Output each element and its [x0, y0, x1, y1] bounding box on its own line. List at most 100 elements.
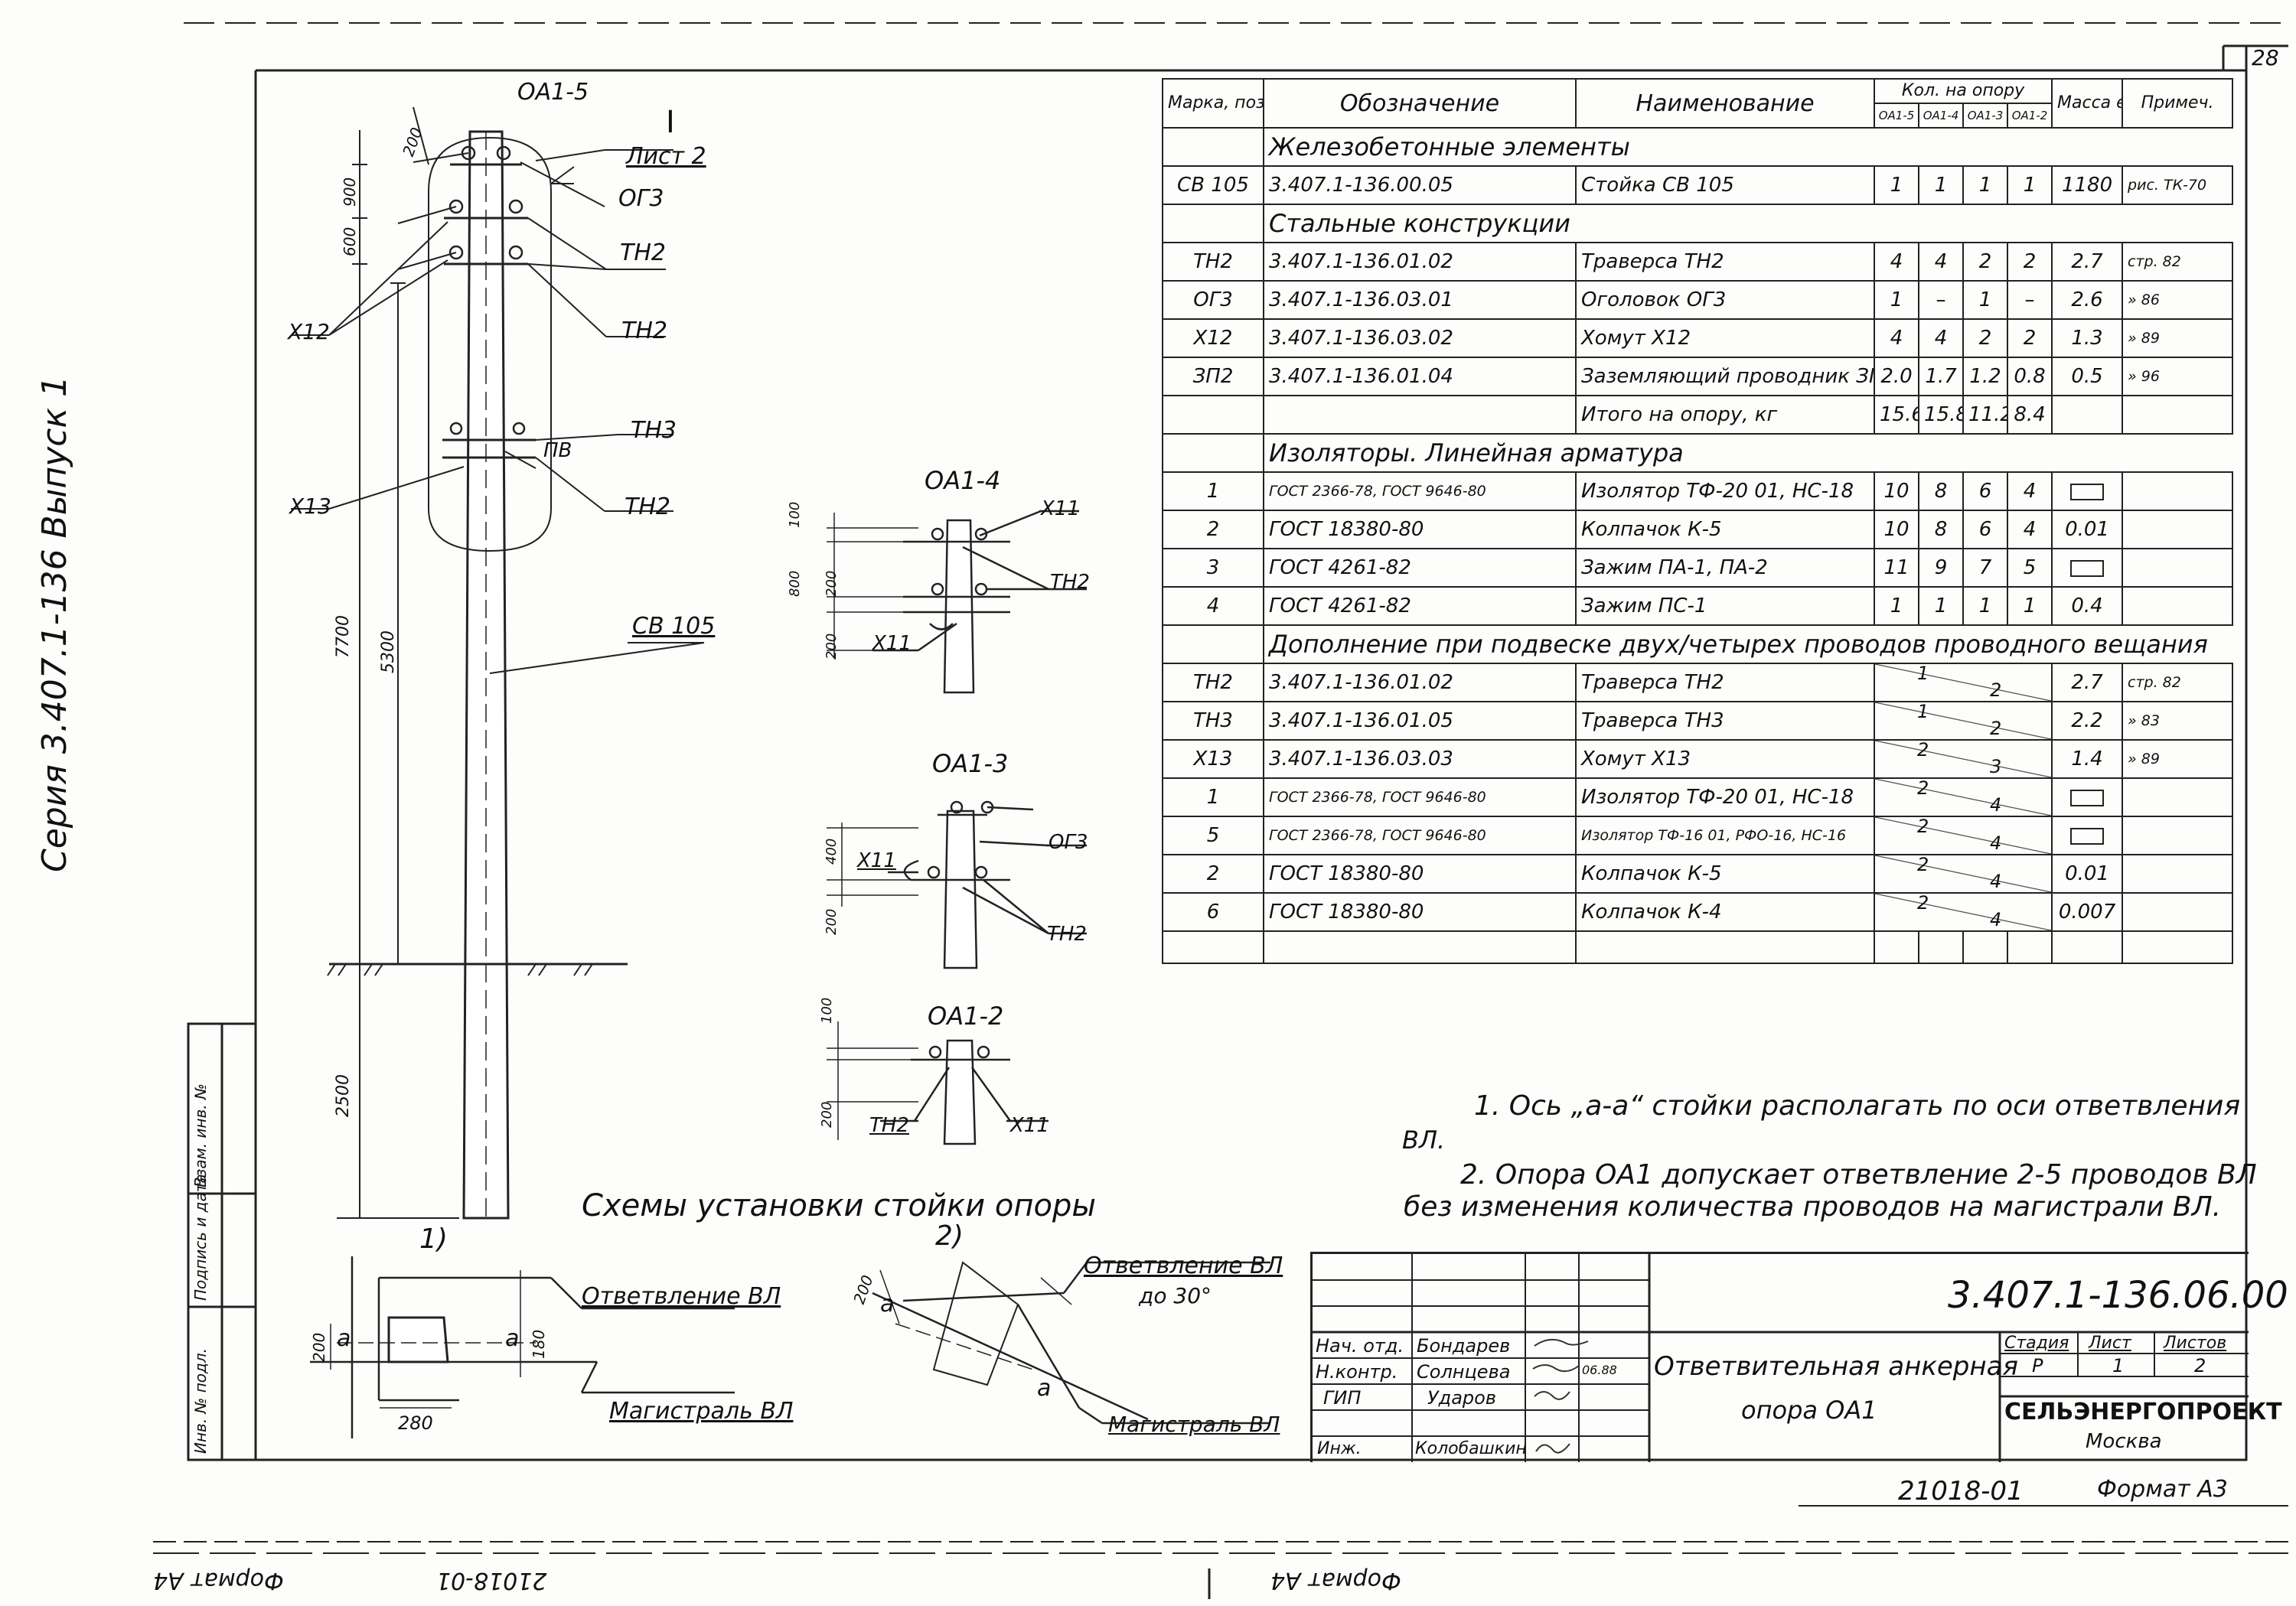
cell-mark: Х12	[1162, 318, 1264, 358]
date-mark: 06.88	[1582, 1363, 1617, 1377]
cell-qty: 10	[1874, 471, 1919, 511]
axis-label: а	[337, 1325, 351, 1352]
cell-qty: 15.6	[1874, 395, 1919, 435]
mirrored-format-label: Формат А4	[1270, 1567, 1401, 1594]
cell-note: » 89	[2122, 739, 2234, 779]
cell-qty: 1	[1874, 165, 1919, 205]
cell-qty: 4	[1874, 318, 1919, 358]
pole-title: ОА1-5	[517, 79, 589, 106]
note-line: ВЛ.	[1402, 1126, 1446, 1155]
fraction-numerator: 2	[1917, 740, 1929, 761]
cell-designation	[1263, 395, 1577, 435]
cell-name: Изолятор ТФ-16 01, РФО-16, НС-16	[1575, 816, 1875, 855]
label-og3: ОГ3	[618, 185, 664, 212]
format-label: Формат А3	[2097, 1476, 2228, 1503]
cell-mark	[1162, 395, 1264, 435]
cell-note	[2122, 816, 2234, 855]
cell-mass	[2051, 816, 2124, 855]
col-header-mark: Марка, поз.	[1162, 78, 1264, 129]
cell-qty: 4	[1918, 242, 1964, 282]
cell-qty: 1.2	[1962, 357, 2008, 396]
dim-label: 5300	[379, 630, 398, 673]
cell-designation: 3.407.1-136.01.02	[1263, 663, 1577, 702]
cell-qty: –	[2006, 280, 2053, 320]
archive-number: 21018-01	[1898, 1476, 2024, 1507]
cell-mass: 2.7	[2051, 242, 2124, 282]
cell-mass: 1.4	[2051, 739, 2124, 779]
variant-label: ОГ3	[1049, 831, 1088, 854]
cell-qty: 2	[2006, 318, 2053, 358]
cell-note: рис. ТК-70	[2122, 165, 2234, 205]
empty-mass-box	[2070, 827, 2105, 845]
cell-mass: 0.5	[2051, 357, 2124, 396]
cell-designation: 3.407.1-136.03.01	[1263, 280, 1577, 320]
cell-mark: СВ 105	[1162, 165, 1264, 205]
col-header-note: Примеч.	[2122, 78, 2234, 129]
cell-mass	[2051, 395, 2124, 435]
dim-label: 200	[823, 633, 840, 660]
cell-qty: 1	[1962, 165, 2008, 205]
cell-mass: 2.7	[2051, 663, 2124, 702]
role-label: ГИП	[1323, 1387, 1362, 1409]
cell-mass	[2051, 471, 2124, 511]
cell-mass: 0.01	[2051, 854, 2124, 894]
cell-mark: ОГ3	[1162, 280, 1264, 320]
role-label: Инж.	[1317, 1439, 1362, 1458]
dim-label: 2500	[334, 1074, 353, 1117]
cell-mark: Х13	[1162, 739, 1264, 779]
cell-qty: 4	[1918, 318, 1964, 358]
cell-qty: 2	[1962, 318, 2008, 358]
person-name: Колобашкин	[1415, 1439, 1527, 1458]
cell-mass: 1180	[2051, 165, 2124, 205]
cell-qty: 15.8	[1918, 395, 1964, 435]
fraction-numerator: 2	[1917, 893, 1929, 914]
empty-cell	[2006, 930, 2053, 964]
cell-qty: 1	[1918, 165, 1964, 205]
fraction-numerator: 1	[1917, 663, 1929, 684]
label-pv: ПВ	[543, 439, 572, 462]
cell-note	[2122, 395, 2234, 435]
empty-cell	[2122, 930, 2234, 964]
cell-name: Оголовок ОГ3	[1575, 280, 1875, 320]
cell-note	[2122, 586, 2234, 626]
section-row: Дополнение при подвеске двух/четырех про…	[1162, 624, 2233, 664]
cell-name: Итого на опору, кг	[1575, 395, 1875, 435]
dim-label: 100	[819, 997, 835, 1024]
variant-title: ОА1-2	[928, 1002, 1004, 1031]
cell-name: Изолятор ТФ-20 01, НС-18	[1575, 777, 1875, 817]
mirrored-format-label: Формат А4	[153, 1567, 284, 1594]
section-row: Изоляторы. Линейная арматура	[1162, 433, 2233, 473]
empty-cell	[1918, 930, 1964, 964]
cell-note	[2122, 510, 2234, 549]
cell-designation: ГОСТ 2366-78, ГОСТ 9646-80	[1263, 471, 1577, 511]
label-x12: Х12	[288, 319, 330, 344]
cell-qty: 8	[1918, 510, 1964, 549]
cell-mark: 2	[1162, 854, 1264, 894]
cell-qty: 1.7	[1918, 357, 1964, 396]
axis-label: а	[880, 1291, 895, 1318]
cell-qty: 1	[1962, 280, 2008, 320]
cell-note: стр. 82	[2122, 663, 2234, 702]
label-x13: Х13	[289, 494, 331, 519]
cell-mark: ТН2	[1162, 242, 1264, 282]
stage-value: Р	[2032, 1355, 2043, 1376]
empty-mass-box	[2070, 559, 2105, 577]
section-row: Стальные конструкции	[1162, 204, 2233, 243]
side-stamp-cell: Инв. № подл.	[191, 1348, 210, 1454]
cell-name: Траверса ТН3	[1575, 701, 1875, 741]
cell-mass: 0.01	[2051, 510, 2124, 549]
cell-mark: 6	[1162, 892, 1264, 932]
table-header-row: ОА1-5 ОА1-4 ОА1-3 ОА1-2	[1163, 103, 2232, 129]
cell-name: Колпачок К-5	[1575, 854, 1875, 894]
section-title: Стальные конструкции	[1264, 204, 2233, 243]
